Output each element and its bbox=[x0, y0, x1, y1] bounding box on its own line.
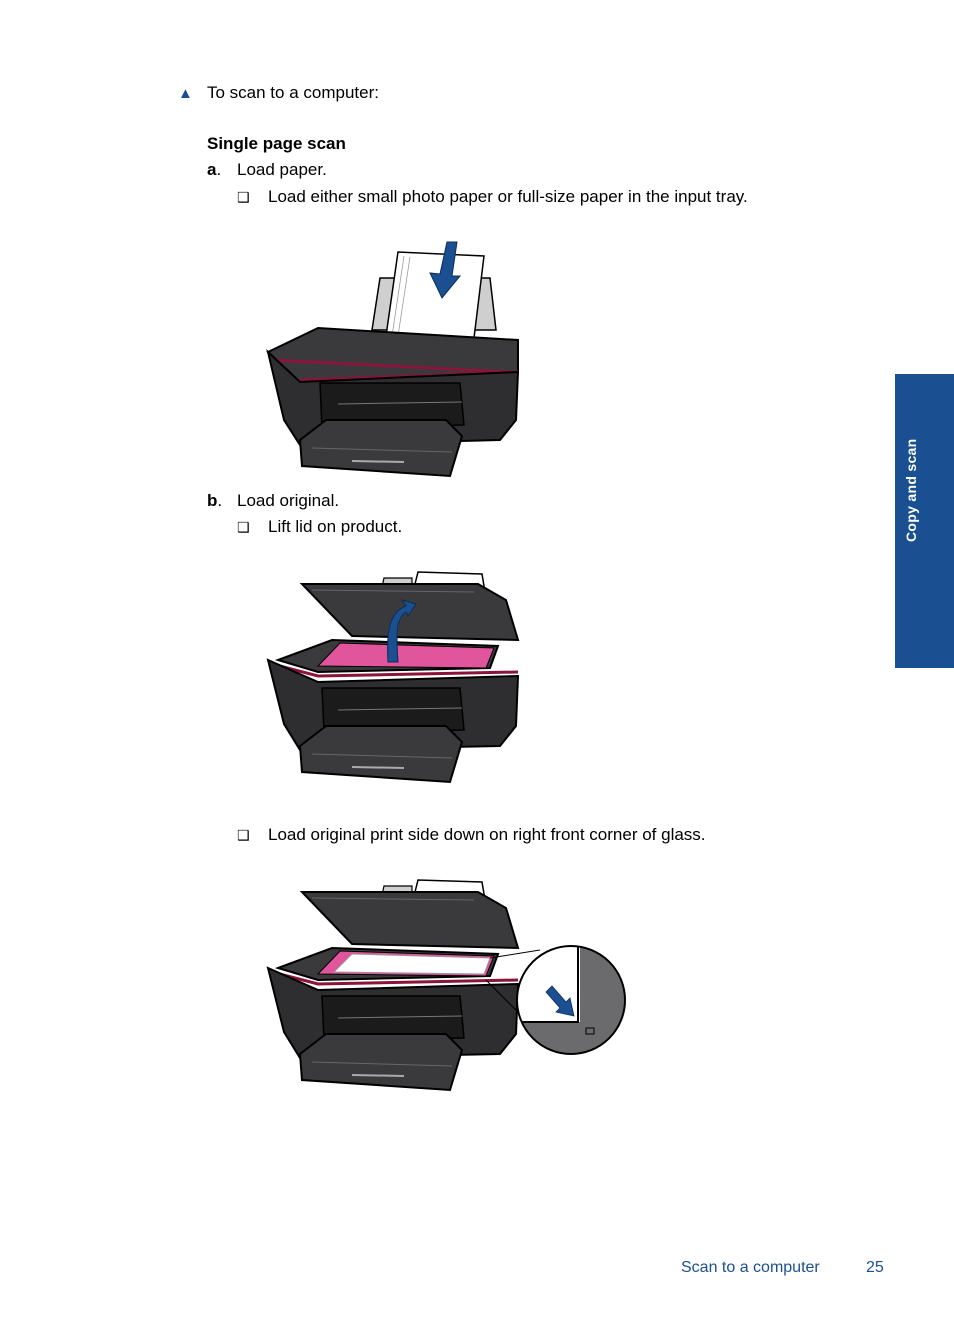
step-a-label: Load paper. bbox=[237, 160, 327, 179]
step-b: b. bbox=[207, 491, 223, 510]
page-number: 25 bbox=[866, 1259, 884, 1276]
substep-b2: Load original print side down on right f… bbox=[268, 825, 706, 844]
section-title: Single page scan bbox=[207, 134, 346, 153]
checkbox-icon: ❑ bbox=[237, 520, 250, 536]
step-a: a. bbox=[207, 160, 222, 179]
checkbox-icon: ❑ bbox=[237, 828, 250, 844]
side-tab-label: Copy and scan bbox=[903, 438, 919, 542]
intro-text: To scan to a computer: bbox=[207, 83, 379, 102]
step-letter: b bbox=[207, 491, 218, 510]
triangle-up-icon: ▲ bbox=[178, 85, 193, 102]
footer-section-title: Scan to a computer bbox=[681, 1259, 820, 1276]
step-b-label: Load original. bbox=[237, 491, 340, 510]
checkbox-icon: ❑ bbox=[237, 190, 250, 206]
substep-b1: Lift lid on product. bbox=[268, 517, 403, 536]
substep-a1: Load either small photo paper or full-si… bbox=[268, 187, 748, 206]
side-section-tab: Copy and scan bbox=[895, 374, 954, 668]
step-letter: a bbox=[207, 160, 217, 179]
